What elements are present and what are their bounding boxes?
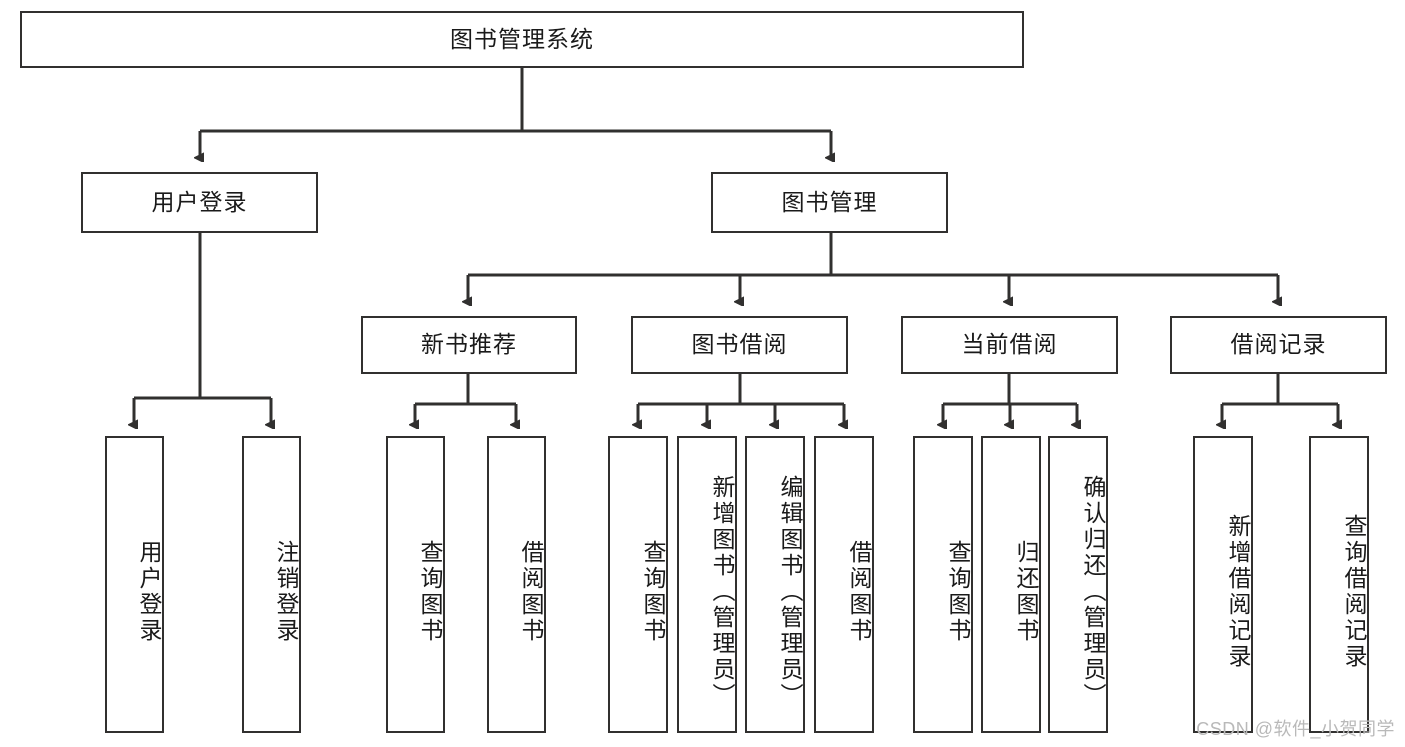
node-leaf-query-book-3-label: 查询图书 bbox=[945, 539, 971, 644]
node-leaf-logout-label: 注销登录 bbox=[273, 539, 299, 644]
node-user-login[interactable]: 用户登录 bbox=[81, 172, 318, 233]
node-current-borrow[interactable]: 当前借阅 bbox=[901, 316, 1118, 374]
node-leaf-query-book-3[interactable]: 查询图书 bbox=[913, 436, 973, 733]
node-leaf-logout[interactable]: 注销登录 bbox=[242, 436, 301, 733]
node-book-borrow-label: 图书借阅 bbox=[691, 331, 788, 358]
node-leaf-edit-book-label: 编辑图书（管理员） bbox=[777, 474, 803, 709]
node-leaf-query-record[interactable]: 查询借阅记录 bbox=[1309, 436, 1369, 733]
node-root[interactable]: 图书管理系统 bbox=[20, 11, 1024, 68]
node-current-borrow-label: 当前借阅 bbox=[961, 331, 1058, 358]
node-leaf-borrow-book-2-label: 借阅图书 bbox=[846, 539, 872, 644]
node-leaf-query-record-label: 查询借阅记录 bbox=[1341, 513, 1367, 670]
node-leaf-borrow-book-1-label: 借阅图书 bbox=[518, 539, 544, 644]
node-leaf-query-book-2[interactable]: 查询图书 bbox=[608, 436, 668, 733]
node-leaf-confirm-return[interactable]: 确认归还（管理员） bbox=[1048, 436, 1108, 733]
node-new-book-rec[interactable]: 新书推荐 bbox=[361, 316, 577, 374]
node-borrow-record[interactable]: 借阅记录 bbox=[1170, 316, 1387, 374]
node-leaf-user-login-label: 用户登录 bbox=[136, 539, 162, 644]
node-book-manage-label: 图书管理 bbox=[781, 188, 878, 215]
node-leaf-add-book[interactable]: 新增图书（管理员） bbox=[677, 436, 737, 733]
node-leaf-return-book-label: 归还图书 bbox=[1013, 539, 1039, 644]
node-leaf-return-book[interactable]: 归还图书 bbox=[981, 436, 1041, 733]
node-new-book-rec-label: 新书推荐 bbox=[421, 331, 517, 358]
node-leaf-add-record[interactable]: 新增借阅记录 bbox=[1193, 436, 1253, 733]
node-book-borrow[interactable]: 图书借阅 bbox=[631, 316, 848, 374]
node-leaf-add-record-label: 新增借阅记录 bbox=[1225, 513, 1251, 670]
node-leaf-query-book-1[interactable]: 查询图书 bbox=[386, 436, 445, 733]
node-leaf-borrow-book-1[interactable]: 借阅图书 bbox=[487, 436, 546, 733]
node-leaf-confirm-return-label: 确认归还（管理员） bbox=[1080, 474, 1106, 709]
node-leaf-borrow-book-2[interactable]: 借阅图书 bbox=[814, 436, 874, 733]
node-leaf-query-book-1-label: 查询图书 bbox=[417, 539, 443, 644]
node-leaf-add-book-label: 新增图书（管理员） bbox=[709, 474, 735, 709]
node-root-label: 图书管理系统 bbox=[450, 25, 594, 52]
node-borrow-record-label: 借阅记录 bbox=[1230, 331, 1327, 358]
node-leaf-user-login[interactable]: 用户登录 bbox=[105, 436, 164, 733]
watermark-text: CSDN @软件_小贺同学 bbox=[1196, 719, 1395, 739]
node-book-manage[interactable]: 图书管理 bbox=[711, 172, 948, 233]
node-leaf-edit-book[interactable]: 编辑图书（管理员） bbox=[745, 436, 805, 733]
node-leaf-query-book-2-label: 查询图书 bbox=[640, 539, 666, 644]
node-user-login-label: 用户登录 bbox=[151, 188, 248, 215]
